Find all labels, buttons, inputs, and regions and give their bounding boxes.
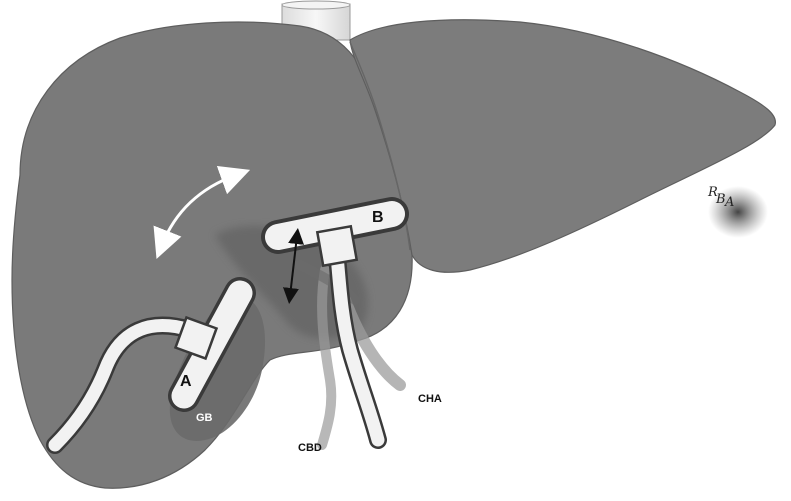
traction-arrow bbox=[282, 228, 305, 304]
label-retractor-a: A bbox=[180, 373, 192, 390]
rba-spot bbox=[708, 186, 768, 238]
retractor-b-cable bbox=[328, 246, 387, 449]
label-rba-a: A bbox=[724, 195, 734, 210]
liver-left-lobe bbox=[349, 19, 776, 273]
label-rba-b: B bbox=[715, 192, 726, 207]
retractor-a-cable bbox=[46, 316, 199, 454]
label-rba-r: R bbox=[707, 185, 718, 200]
label-cbd: CBD bbox=[298, 442, 322, 454]
retractor-b-connector bbox=[315, 224, 359, 268]
label-retractor-b: B bbox=[372, 209, 384, 226]
label-gallbladder: GB bbox=[196, 412, 213, 424]
label-cha: CHA bbox=[418, 393, 442, 405]
label-rba: R B A bbox=[707, 185, 734, 210]
rotation-arrow bbox=[153, 165, 251, 259]
retractor-a-connector bbox=[173, 315, 219, 361]
retractor-a-bar bbox=[168, 277, 256, 412]
